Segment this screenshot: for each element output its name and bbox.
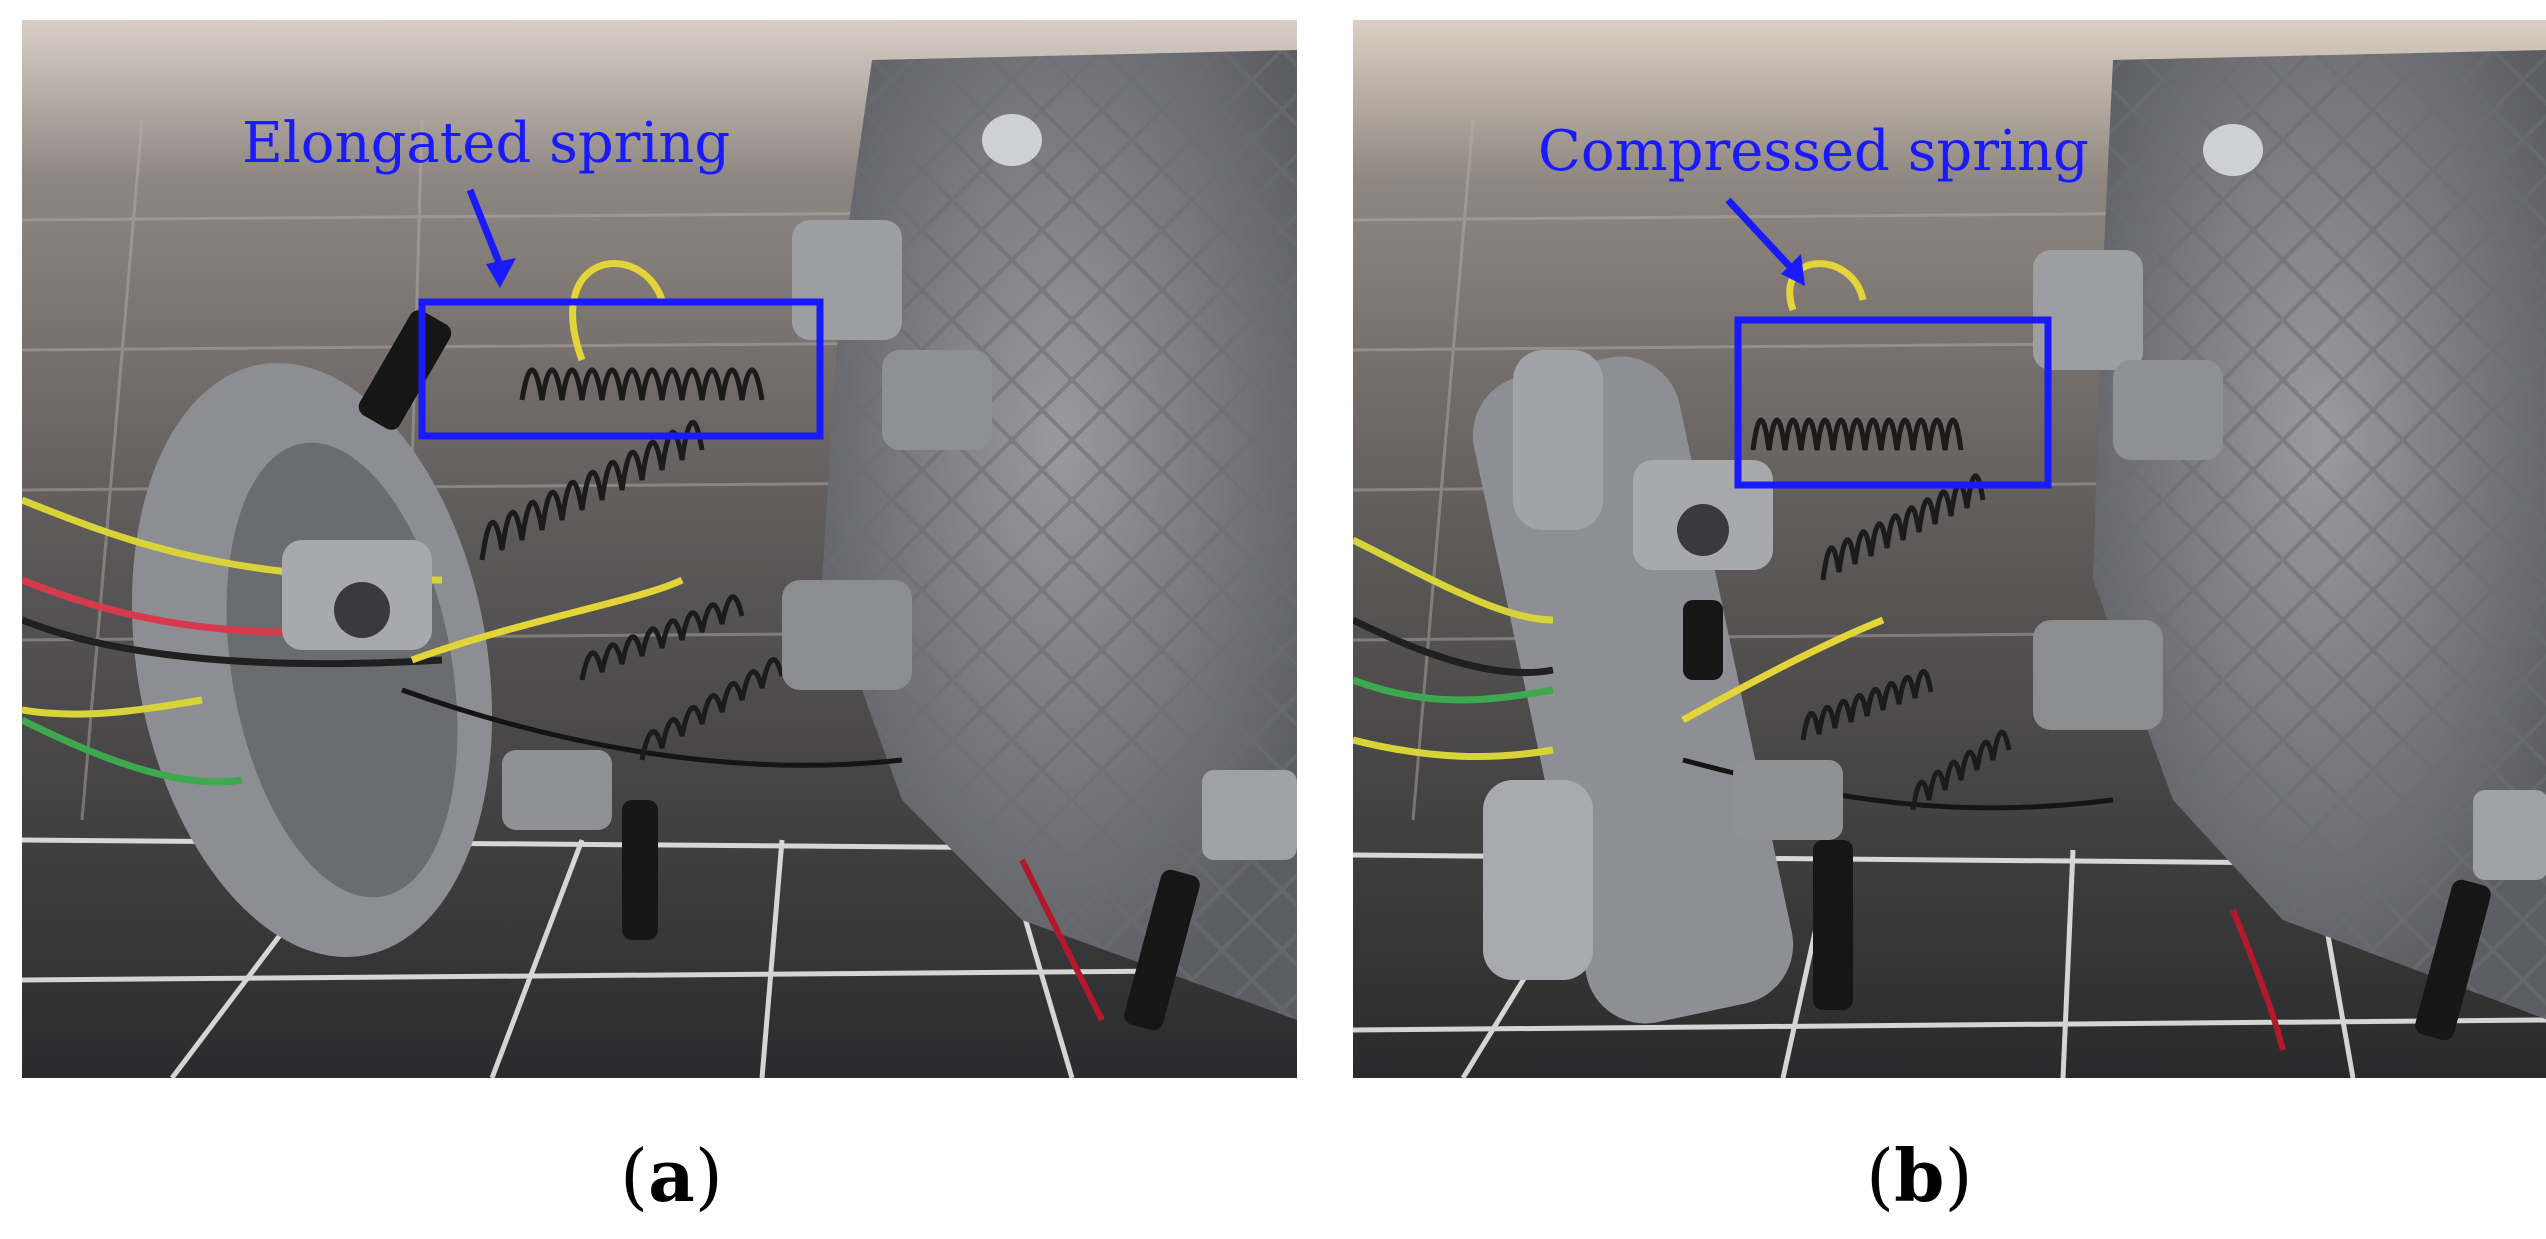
caption-letter-a: a — [648, 1133, 695, 1218]
caption-b: (b) — [1866, 1133, 1973, 1218]
annotation-label-a: Elongated spring — [242, 111, 731, 176]
annotation-box-a — [418, 298, 824, 440]
annotation-arrow-a — [466, 188, 506, 272]
photo-panel-b: Compressed spring — [1353, 20, 2546, 1078]
caption-a: (a) — [620, 1133, 723, 1218]
annotation-box-b — [1734, 316, 2052, 489]
annotation-arrow-b — [1725, 197, 1796, 273]
caption-letter-b: b — [1894, 1133, 1945, 1218]
photo-panel-a: Elongated spring — [22, 20, 1297, 1078]
photo-b — [1353, 20, 2546, 1078]
annotation-label-b: Compressed spring — [1538, 119, 2089, 184]
photo-a — [22, 20, 1297, 1078]
